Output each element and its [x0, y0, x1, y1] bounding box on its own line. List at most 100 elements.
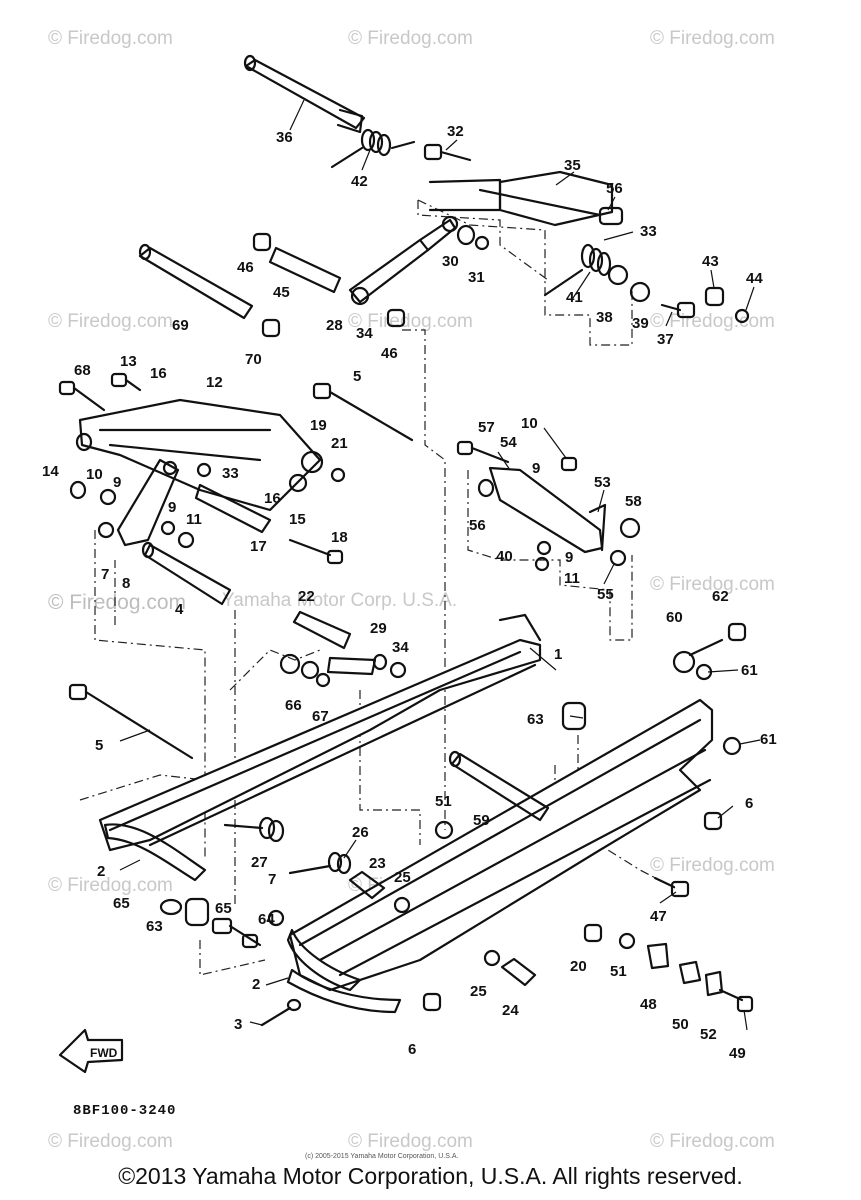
- collars-23-25: [348, 870, 537, 987]
- watermark: © Firedog.com: [650, 855, 775, 876]
- watermark: © Firedog.com: [650, 1131, 775, 1152]
- callout-5: 5: [353, 368, 361, 385]
- callout-23: 23: [369, 855, 386, 872]
- callout-56-b: 56: [469, 517, 486, 534]
- watermark: © Firedog.com: [48, 875, 173, 896]
- callout-42: 42: [351, 173, 368, 190]
- spring-42: [330, 128, 416, 169]
- watermark: © Firedog.com: [48, 591, 186, 614]
- callout-3: 3: [234, 1016, 242, 1033]
- callout-33: 33: [640, 223, 657, 240]
- bolt-57: [456, 440, 510, 464]
- callout-2: 2: [97, 863, 105, 880]
- callout-33-b: 33: [222, 465, 239, 482]
- callout-63: 63: [527, 711, 544, 728]
- nut-20-51: [583, 923, 636, 950]
- callout-15: 15: [289, 511, 306, 528]
- callout-10: 10: [521, 415, 538, 432]
- watermark-layer: © Firedog.com © Firedog.com © Firedog.co…: [48, 28, 775, 1152]
- callout-60: 60: [666, 609, 683, 626]
- callout-57: 57: [478, 419, 495, 436]
- callout-63-b: 63: [146, 918, 163, 935]
- shaft-4: [141, 541, 232, 606]
- callout-31: 31: [468, 269, 485, 286]
- callout-9-d: 9: [565, 549, 573, 566]
- bolt-49: [718, 988, 754, 1013]
- watermark: © Firedog.com: [348, 28, 473, 49]
- watermark: © Firedog.com: [650, 28, 775, 49]
- drawing-code: 8BF100-3240: [73, 1103, 177, 1119]
- bolt-68-13: [58, 372, 142, 412]
- callout-28: 28: [326, 317, 343, 334]
- bolt-5-lower: [68, 683, 194, 760]
- washers-left: [69, 462, 346, 549]
- callout-6: 6: [745, 795, 753, 812]
- callout-58: 58: [625, 493, 642, 510]
- stopper-63-upper: [561, 701, 587, 731]
- callout-32: 32: [447, 123, 464, 140]
- nut-6: [422, 811, 723, 1012]
- callout-20: 20: [570, 958, 587, 975]
- callout-61: 61: [741, 662, 758, 679]
- callout-34-b: 34: [392, 639, 409, 656]
- screw-3: [260, 998, 302, 1027]
- shaft-36: [243, 54, 366, 134]
- callout-62: 62: [712, 588, 729, 605]
- callout-29: 29: [370, 620, 387, 637]
- center-watermark: Yamaha Motor Corp. U.S.A.: [222, 590, 457, 611]
- callout-18: 18: [331, 529, 348, 546]
- footer-copyright: ©2013 Yamaha Motor Corporation, U.S.A. A…: [118, 1163, 743, 1189]
- shaft-69: [138, 243, 254, 320]
- bolt-32: [423, 143, 472, 162]
- nut-51-upper: [434, 820, 454, 840]
- callout-7: 7: [101, 566, 109, 583]
- callout-25: 25: [394, 869, 411, 886]
- collar-30-31: [456, 224, 490, 251]
- callout-70: 70: [245, 351, 262, 368]
- watermark: © Firedog.com: [348, 311, 473, 332]
- callout-51: 51: [435, 793, 452, 810]
- bolt-37: [660, 301, 696, 319]
- callout-41: 41: [566, 289, 583, 306]
- shock-absorber-28: [348, 215, 459, 306]
- callout-16: 16: [150, 365, 167, 382]
- bushings-48-50-52: [646, 942, 724, 997]
- callout-37: 37: [657, 331, 674, 348]
- callout-12: 12: [206, 374, 223, 391]
- callout-48: 48: [640, 996, 657, 1013]
- callout-53: 53: [594, 474, 611, 491]
- suspension-arm-12: [75, 398, 324, 534]
- callout-25-b: 25: [470, 983, 487, 1000]
- roller-22: [279, 610, 407, 688]
- watermark: © Firedog.com: [48, 1131, 173, 1152]
- callout-52: 52: [700, 1026, 717, 1043]
- nut-70: [261, 318, 281, 338]
- callout-6-b: 6: [408, 1041, 416, 1058]
- callout-61-b: 61: [760, 731, 777, 748]
- nut-43-44: [704, 286, 750, 324]
- callout-9: 9: [113, 474, 121, 491]
- callout-1: 1: [554, 646, 562, 663]
- callout-56: 56: [606, 180, 623, 197]
- callout-9-c: 9: [168, 499, 176, 516]
- callout-2-b: 2: [252, 976, 260, 993]
- callout-35: 35: [564, 157, 581, 174]
- callout-65: 65: [113, 895, 130, 912]
- bushing-46-45: [252, 232, 406, 328]
- callout-24: 24: [502, 1002, 519, 1019]
- callout-64: 64: [258, 911, 275, 928]
- callout-11-b: 11: [564, 570, 580, 587]
- callout-38: 38: [596, 309, 613, 326]
- plate-8: [116, 458, 180, 547]
- slide-rail-1: [98, 613, 542, 852]
- arm-40-54: [477, 456, 641, 572]
- collar-38-39: [607, 264, 651, 303]
- callout-16-b: 16: [264, 490, 281, 507]
- callout-34: 34: [356, 325, 373, 342]
- spring-41: [543, 243, 612, 297]
- front-runner-2: [103, 823, 402, 1014]
- callout-26: 26: [352, 824, 369, 841]
- callout-59: 59: [473, 812, 490, 829]
